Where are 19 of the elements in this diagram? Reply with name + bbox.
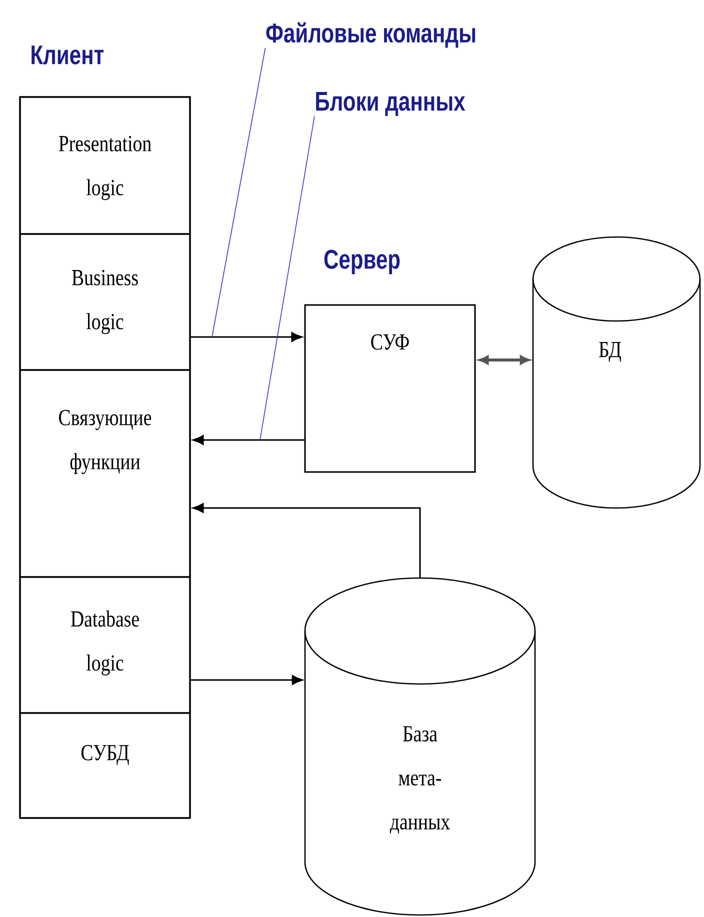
double-arrow	[479, 356, 530, 364]
leader-caption: Файловые команды	[266, 22, 476, 48]
leader-line	[212, 48, 266, 338]
box-label: Presentation logic	[58, 136, 152, 200]
arrow	[192, 435, 304, 445]
box-label: СУБД	[81, 744, 129, 766]
box-label: СУФ	[371, 334, 409, 350]
box-label: БД	[599, 342, 622, 362]
box-label: Database logic	[71, 610, 139, 676]
heading: Клиент	[32, 46, 104, 64]
arrow	[192, 503, 421, 578]
arrow	[190, 675, 303, 685]
box-label: Связующие функции	[59, 410, 152, 474]
box-label: Business logic	[72, 270, 138, 334]
leader-caption: Блоки данных	[316, 92, 466, 116]
box-label: База мета- данных	[390, 726, 450, 834]
arrow	[190, 332, 302, 342]
leader-line	[260, 116, 315, 440]
heading: Сервер	[324, 250, 400, 274]
